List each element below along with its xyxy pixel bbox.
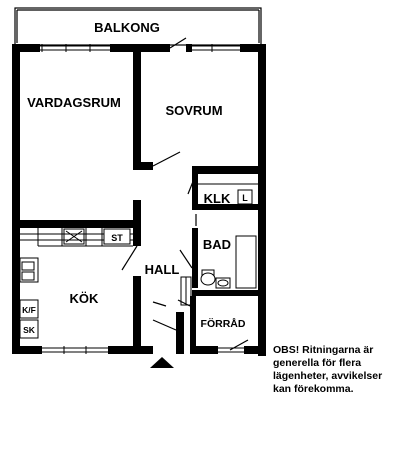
note-line: OBS! Ritningarna är <box>273 344 374 356</box>
linen-cabinet-label: L <box>242 193 248 203</box>
room-label-hall: HALL <box>145 262 180 277</box>
room-label-sovrum: SOVRUM <box>165 103 222 118</box>
door-swings <box>121 37 249 351</box>
room-label-balkong: BALKONG <box>94 20 160 35</box>
kitchen-left-units <box>19 257 39 283</box>
bathtub-icon <box>235 235 257 289</box>
toilet-icon <box>200 269 216 286</box>
room-label-klk: KLK <box>204 191 231 206</box>
room-label-bad: BAD <box>203 237 231 252</box>
room-label-vardagsrum: VARDAGSRUM <box>27 95 121 110</box>
disclaimer-note: OBS! Ritningarna är generella för flera … <box>273 344 413 396</box>
note-line: generella för flera <box>273 357 362 369</box>
stove-icon: ST <box>103 228 131 245</box>
linen-cabinet: L <box>237 189 253 205</box>
cabinet: SK <box>19 319 39 339</box>
hall-closet <box>180 276 192 306</box>
room-label-kok: KÖK <box>70 291 100 306</box>
sink-icon <box>63 228 85 245</box>
windows <box>40 44 244 354</box>
cabinet-label: SK <box>23 325 36 335</box>
room-label-forrad: FÖRRÅD <box>201 317 246 330</box>
fridge-freezer: K/F <box>19 299 39 319</box>
fridge-freezer-label: K/F <box>22 305 36 315</box>
walls <box>12 44 266 356</box>
note-line: kan förekomma. <box>273 383 354 395</box>
note-line: lägenheter, avvikelser <box>273 370 383 382</box>
washbasin-icon <box>215 277 231 289</box>
entrance-arrow-icon <box>150 357 174 368</box>
stove-label: ST <box>111 233 123 243</box>
